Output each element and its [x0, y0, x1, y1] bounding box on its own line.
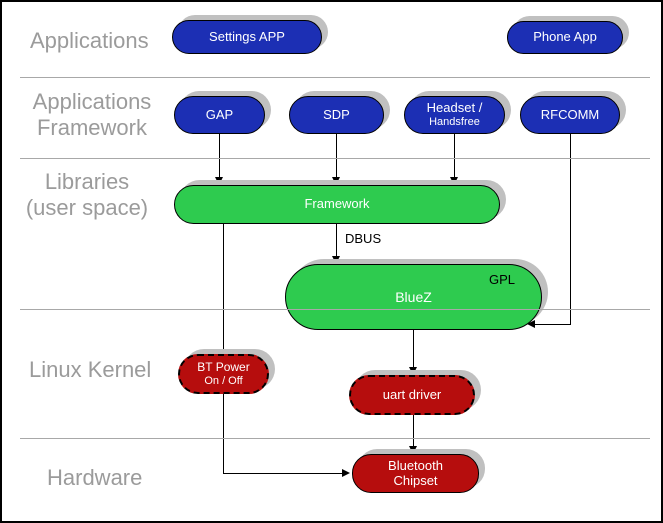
arrowhead-down-icon — [409, 446, 417, 454]
node-headset-handsfree: Headset /Handsfree — [404, 96, 505, 134]
layer-label-linux-kernel: Linux Kernel — [29, 357, 152, 382]
node-label: BlueZ — [395, 288, 432, 305]
edge-framework-to-chipset-vertical — [223, 224, 224, 473]
arrowhead-down-icon — [409, 367, 417, 375]
node-label: BT Power — [197, 359, 250, 374]
edge-bluez-to-uart — [413, 330, 414, 368]
node-label: Settings APP — [209, 28, 285, 44]
node-label: Chipset — [393, 472, 438, 488]
node-label: Bluetooth — [388, 457, 443, 473]
node-label: Phone App — [533, 29, 597, 45]
arrowhead-down-icon — [450, 177, 458, 185]
node-label: Headset / — [426, 100, 483, 116]
layer-divider-linux-kernel — [20, 438, 650, 439]
layer-divider-libraries — [20, 309, 650, 310]
node-framework: Framework — [174, 185, 500, 224]
node-uart-driver: uart driver — [349, 375, 475, 415]
edge-framework-to-chipset-horizontal — [223, 473, 343, 474]
node-label: Handsfree — [429, 116, 480, 129]
edge-rfcomm-to-bluez-vertical — [570, 134, 571, 324]
node-label: GAP — [205, 106, 234, 122]
layer-label-line: Applications — [32, 89, 152, 114]
layer-label-libraries: Libraries(user space) — [7, 169, 167, 221]
layer-label-hardware: Hardware — [47, 465, 143, 490]
edge-uart-to-chipset — [413, 415, 414, 447]
node-gap: GAP — [174, 96, 265, 134]
node-rfcomm: RFCOMM — [520, 96, 620, 134]
layer-divider-applications — [20, 77, 650, 78]
node-label: uart driver — [382, 386, 442, 402]
layer-label-line: Libraries — [44, 169, 130, 194]
layer-label-line: (user space) — [25, 195, 149, 220]
node-label: On / Off — [204, 374, 243, 387]
layer-divider-app-framework — [20, 158, 650, 159]
node-settings-app: Settings APP — [172, 20, 322, 54]
node-label: Framework — [304, 196, 370, 212]
node-phone-app: Phone App — [507, 21, 623, 54]
dbus-edge-label: DBUS — [345, 231, 382, 246]
edge-sdp-to-framework — [336, 134, 337, 180]
arrowhead-down-icon — [332, 177, 340, 185]
node-sdp: SDP — [289, 96, 384, 134]
arrowhead-right-icon — [342, 469, 350, 477]
edge-framework-to-bluez-dbus — [336, 224, 337, 258]
node-label: SDP — [323, 106, 350, 122]
edge-headset-to-framework — [454, 134, 455, 180]
arrowhead-down-icon — [215, 177, 223, 185]
node-bluez: BlueZ GPL — [285, 264, 542, 330]
node-label: RFCOMM — [540, 106, 600, 122]
edge-gap-to-framework — [219, 134, 220, 180]
gpl-badge: GPL — [488, 272, 515, 287]
layer-label-line: Framework — [36, 115, 147, 140]
arrowhead-down-icon — [332, 256, 340, 264]
edge-rfcomm-to-bluez-horizontal — [533, 324, 571, 325]
arrowhead-left-icon — [527, 320, 535, 328]
layer-label-applications: Applications — [30, 28, 149, 53]
